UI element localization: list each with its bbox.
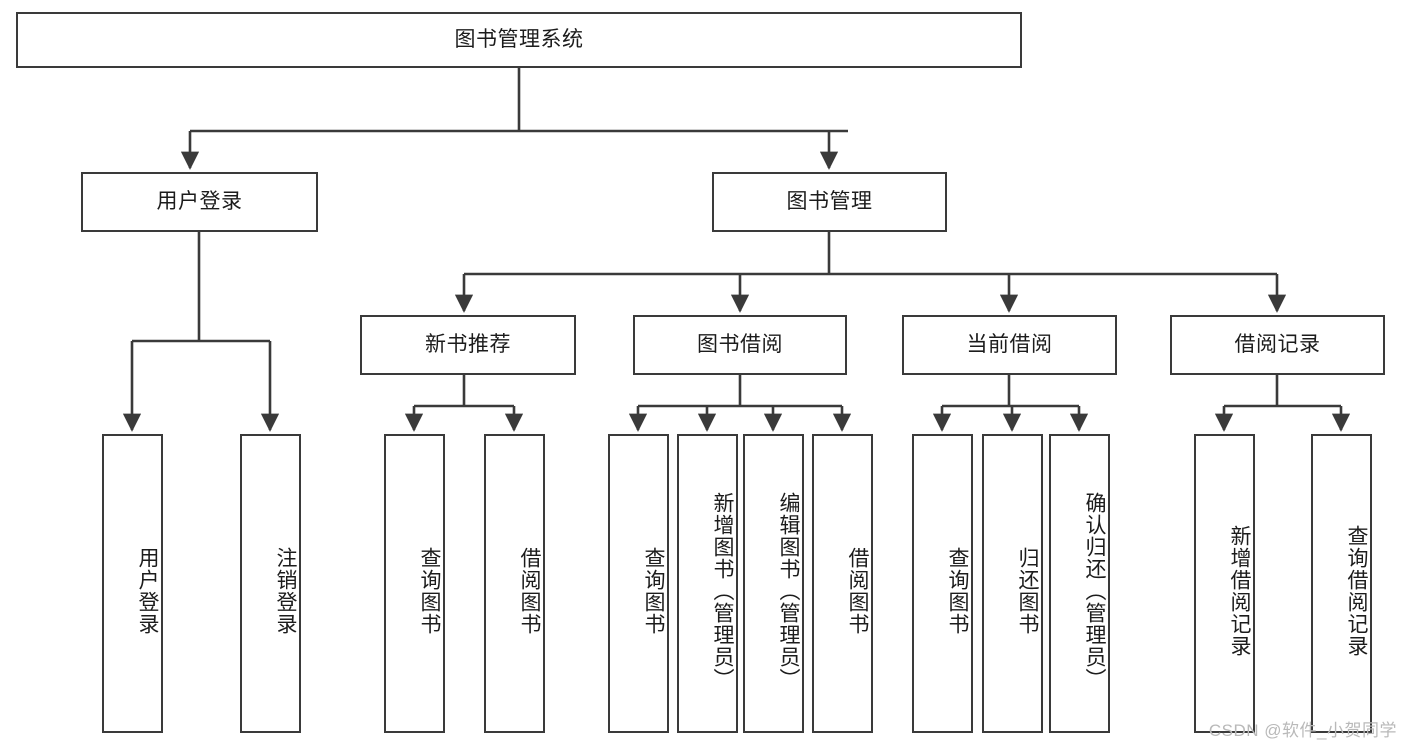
node-current-borrow[interactable]: 当前借阅 [902,315,1117,375]
leaf-new-book-query[interactable]: 查询图书 [384,434,445,733]
node-book-borrow[interactable]: 图书借阅 [633,315,847,375]
leaf-label: 编辑图书（管理员） [777,491,800,690]
leaf-label: 借阅图书 [846,546,869,635]
node-borrow-record[interactable]: 借阅记录 [1170,315,1385,375]
watermark: CSDN @软件_小贺同学 [1208,721,1397,740]
leaf-label: 注销登录 [274,546,297,635]
node-root[interactable]: 图书管理系统 [16,12,1022,68]
leaf-borrow-query-book[interactable]: 查询图书 [608,434,669,733]
leaf-new-book-borrow[interactable]: 借阅图书 [484,434,545,733]
leaf-label: 新增图书（管理员） [711,491,734,690]
leaf-label: 借阅图书 [518,546,541,635]
leaf-user-login-signin[interactable]: 用户登录 [102,434,163,733]
leaf-record-add[interactable]: 新增借阅记录 [1194,434,1255,733]
node-new-book-recommend[interactable]: 新书推荐 [360,315,576,375]
leaf-label: 归还图书 [1016,546,1039,635]
node-user-login-label: 用户登录 [156,190,243,214]
node-new-book-recommend-label: 新书推荐 [425,333,511,357]
node-book-borrow-label: 图书借阅 [697,333,783,357]
leaf-borrow-borrow-book[interactable]: 借阅图书 [812,434,873,733]
node-book-management[interactable]: 图书管理 [712,172,947,232]
leaf-current-return-book[interactable]: 归还图书 [982,434,1043,733]
node-current-borrow-label: 当前借阅 [966,333,1053,357]
leaf-user-login-signout[interactable]: 注销登录 [240,434,301,733]
leaf-label: 查询图书 [418,546,441,635]
node-root-label: 图书管理系统 [454,28,584,52]
node-borrow-record-label: 借阅记录 [1234,333,1321,357]
node-user-login[interactable]: 用户登录 [81,172,318,232]
leaf-label: 查询图书 [642,546,665,635]
leaf-borrow-edit-book[interactable]: 编辑图书（管理员） [743,434,804,733]
leaf-borrow-add-book[interactable]: 新增图书（管理员） [677,434,738,733]
leaf-label: 新增借阅记录 [1228,524,1251,657]
leaf-record-query[interactable]: 查询借阅记录 [1311,434,1372,733]
leaf-label: 确认归还（管理员） [1083,491,1106,690]
leaf-label: 用户登录 [136,546,159,635]
leaf-current-query-book[interactable]: 查询图书 [912,434,973,733]
leaf-label: 查询图书 [946,546,969,635]
leaf-current-confirm-return[interactable]: 确认归还（管理员） [1049,434,1110,733]
leaf-label: 查询借阅记录 [1345,524,1368,657]
node-book-management-label: 图书管理 [786,190,873,214]
